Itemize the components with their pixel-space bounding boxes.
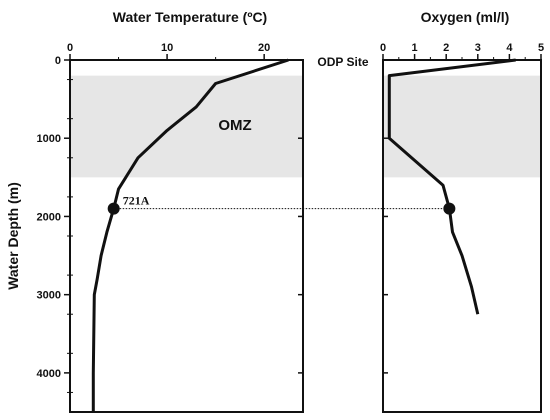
depth-axis-title: Water Depth (m) <box>5 182 21 290</box>
site-721a-label: 721A <box>123 194 150 208</box>
x-tick-label: 3 <box>475 42 481 54</box>
y-tick-label: 1000 <box>37 133 61 145</box>
x-tick-label: 2 <box>443 42 449 54</box>
y-tick-label: 2000 <box>37 211 61 223</box>
x-tick-label: 0 <box>380 42 386 54</box>
omz-label: OMZ <box>218 117 251 134</box>
y-tick-label: 3000 <box>37 290 61 302</box>
axis-ticks: 0 1000 2000 3000 4000 0 10 20 0 1 2 3 4 5 <box>37 42 544 393</box>
y-tick-label: 4000 <box>37 368 61 380</box>
x-tick-label: 10 <box>161 42 173 54</box>
temperature-axis-title: Water Temperature (ºC) <box>113 9 267 25</box>
odp-site-label: ODP Site <box>317 55 368 69</box>
temperature-site-marker <box>107 202 120 215</box>
x-tick-label: 0 <box>67 42 73 54</box>
x-tick-label: 1 <box>412 42 418 54</box>
y-tick-label: 0 <box>55 55 61 67</box>
oxygen-axis-title: Oxygen (ml/l) <box>421 9 510 25</box>
oxygen-profile-line <box>387 58 516 315</box>
x-tick-label: 5 <box>538 42 544 54</box>
panel-gap <box>304 74 382 179</box>
x-tick-label: 4 <box>506 42 513 54</box>
oxygen-site-marker <box>443 202 456 215</box>
x-tick-label: 20 <box>258 42 270 54</box>
